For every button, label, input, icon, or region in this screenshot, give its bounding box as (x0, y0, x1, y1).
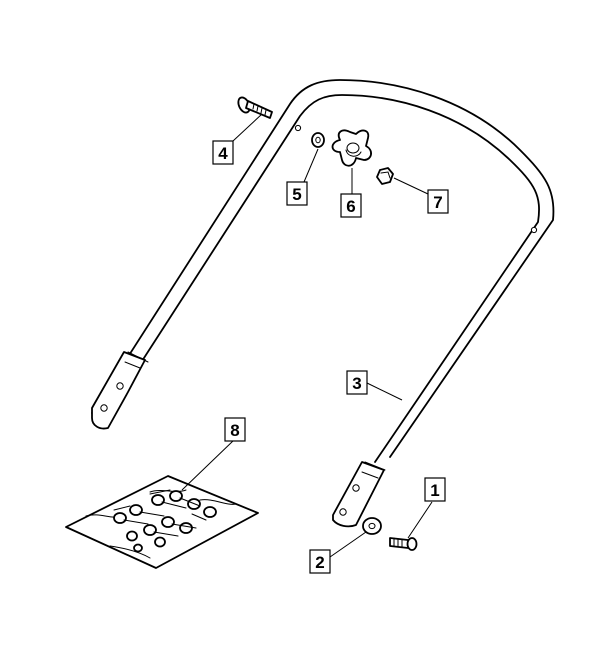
carriage-bolt-part (237, 96, 273, 119)
callout-2: 2 (309, 549, 331, 574)
callout-3: 3 (346, 370, 368, 395)
washer-part (311, 132, 325, 148)
callout-1: 1 (424, 477, 446, 502)
leader-lines (181, 113, 433, 558)
lower-washer-part (362, 517, 382, 535)
callout-7: 7 (427, 189, 449, 214)
bag-contents (113, 489, 217, 553)
svg-text:1: 1 (430, 481, 439, 500)
upper-handle-part (91, 79, 555, 528)
svg-text:8: 8 (230, 421, 239, 440)
star-knob-part (331, 129, 372, 167)
nut-part (376, 167, 394, 185)
hex-bolt-part (389, 537, 418, 551)
svg-text:2: 2 (315, 553, 324, 572)
svg-text:6: 6 (346, 197, 355, 216)
callout-6: 6 (340, 193, 362, 218)
hardware-bag-part (65, 475, 259, 569)
callout-8: 8 (224, 417, 246, 442)
svg-text:5: 5 (292, 185, 301, 204)
callout-4: 4 (212, 140, 234, 165)
callout-5: 5 (286, 181, 308, 206)
svg-text:7: 7 (433, 193, 442, 212)
svg-text:4: 4 (218, 144, 228, 163)
svg-text:3: 3 (352, 374, 361, 393)
